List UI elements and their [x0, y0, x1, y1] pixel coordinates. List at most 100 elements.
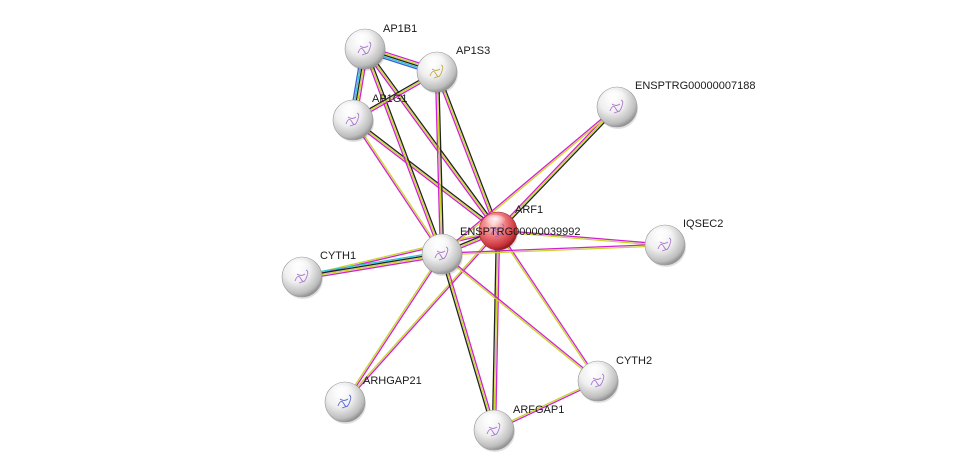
edge-line-black [437, 71, 501, 231]
edge-line-magenta [496, 105, 617, 231]
edge-ensptrg00000039992-ap1g1[interactable] [351, 119, 444, 255]
edge-line-magenta [302, 231, 499, 279]
edge-ensptrg00000039992-ap1b1[interactable] [362, 48, 445, 255]
edge-line-black [365, 47, 500, 231]
edge-arf1-ap1g1[interactable] [351, 118, 500, 233]
edge-line-black [437, 71, 445, 254]
node-cyth2[interactable]: CYTH2 [577, 355, 652, 403]
edge-line-yellow [343, 253, 442, 402]
edge-line-yellow [436, 71, 443, 255]
node-ap1s3[interactable]: AP1S3 [416, 45, 490, 94]
edge-line-black [439, 254, 494, 431]
edge-arf1-arfgap1[interactable] [491, 230, 501, 431]
edge-line-yellow [497, 231, 665, 247]
protein-structure-icon [590, 373, 605, 388]
edge-ensptrg00000039992-arhgap21[interactable] [343, 253, 444, 403]
node-arfgap1[interactable]: ARFGAP1 [473, 404, 564, 452]
edge-line-black [491, 230, 498, 430]
node-label: CYTH2 [616, 355, 652, 367]
node-ap1g1[interactable]: AP1G1 [332, 93, 407, 142]
edge-ensptrg00000039992-cyth1[interactable] [301, 250, 443, 281]
edge-arf1-ensptrg00000007188[interactable] [496, 105, 619, 233]
edge-line-black [353, 118, 500, 231]
edge-line-magenta [302, 255, 443, 281]
node-highlight [483, 214, 507, 229]
edge-line-yellow [302, 254, 443, 279]
edge-ensptrg00000039992-iqsec2[interactable] [441, 243, 666, 256]
node-highlight [287, 260, 311, 274]
edge-arf1-ap1b1[interactable] [363, 47, 500, 233]
edge-line-black [498, 107, 619, 233]
node-highlight [338, 103, 362, 117]
edge-line-yellow [343, 230, 498, 402]
protein-structure-icon [434, 246, 449, 261]
edge-line-magenta [498, 229, 666, 245]
node-label: ENSPTRG00000007188 [635, 80, 755, 92]
protein-structure-icon [429, 64, 444, 79]
node-arf1[interactable]: ARF1 [478, 204, 543, 252]
edge-arf1-arhgap21[interactable] [343, 230, 500, 403]
node-label: AP1S3 [456, 45, 490, 57]
edge-line-yellow [493, 230, 499, 431]
node-highlight [350, 32, 374, 46]
protein-structure-icon [294, 269, 309, 284]
node-cyth1[interactable]: CYTH1 [281, 250, 356, 299]
node-label: ARHGAP21 [363, 375, 422, 387]
edge-line-yellow [364, 48, 499, 232]
node-label: ARF1 [515, 204, 543, 216]
protein-structure-icon [345, 112, 360, 127]
edge-line-yellow [364, 48, 443, 255]
node-ensptrg00000039992[interactable]: ENSPTRG00000039992 [421, 226, 580, 276]
edge-arf1-ap1s3[interactable] [434, 71, 501, 232]
edge-line-yellow [436, 71, 499, 232]
edge-arf1-iqsec2[interactable] [497, 229, 666, 247]
protein-structure-icon [609, 99, 624, 114]
edge-line-yellow [497, 106, 618, 232]
edge-line-magenta [441, 105, 617, 254]
edge-line-magenta [351, 120, 498, 233]
edge-ensptrg00000039992-ap1s3[interactable] [434, 71, 445, 255]
edge-line-black [301, 252, 442, 277]
node-label: ARFGAP1 [513, 404, 564, 416]
node-highlight [650, 228, 674, 242]
edge-line-yellow [442, 245, 666, 256]
edge-ensptrg00000039992-cyth2[interactable] [441, 252, 599, 383]
node-label: AP1B1 [383, 23, 417, 35]
node-highlight [330, 385, 354, 399]
edge-line-yellow [301, 229, 498, 277]
edge-line-black [365, 48, 445, 254]
edge-line-yellow [441, 253, 495, 431]
edge-line-magenta [434, 72, 442, 255]
node-highlight [583, 364, 607, 378]
node-arhgap21[interactable]: ARHGAP21 [324, 375, 422, 424]
protein-structure-icon [490, 223, 505, 238]
node-label: IQSEC2 [683, 218, 723, 230]
node-iqsec2[interactable]: IQSEC2 [644, 218, 723, 267]
edge-line-magenta [442, 253, 497, 430]
node-label: ENSPTRG00000039992 [460, 226, 580, 238]
edge-line-yellow [442, 107, 618, 256]
edge-line-magenta [441, 243, 665, 254]
edge-line-cyan [301, 250, 442, 276]
edge-arf1-cyth2[interactable] [496, 230, 600, 382]
edge-line-magenta [498, 230, 600, 381]
node-ensptrg00000007188[interactable]: ENSPTRG00000007188 [596, 80, 755, 129]
node-highlight [602, 90, 626, 104]
edge-line-yellow [496, 231, 598, 382]
protein-structure-icon [357, 41, 372, 56]
node-label: AP1G1 [372, 93, 407, 105]
protein-structure-icon [486, 422, 501, 437]
node-ap1b1[interactable]: AP1B1 [344, 23, 417, 71]
node-highlight [427, 237, 451, 251]
edge-line-yellow [352, 119, 499, 232]
edge-line-magenta [345, 231, 500, 403]
edge-line-magenta [494, 231, 501, 431]
edge-ensptrg00000039992-ensptrg00000007188[interactable] [441, 105, 618, 256]
edge-line-magenta [363, 49, 498, 233]
edge-arf1-cyth1[interactable] [301, 229, 499, 279]
edge-line-magenta [442, 252, 599, 381]
edge-ensptrg00000039992-arfgap1[interactable] [439, 253, 497, 431]
edge-line-magenta [362, 49, 442, 255]
